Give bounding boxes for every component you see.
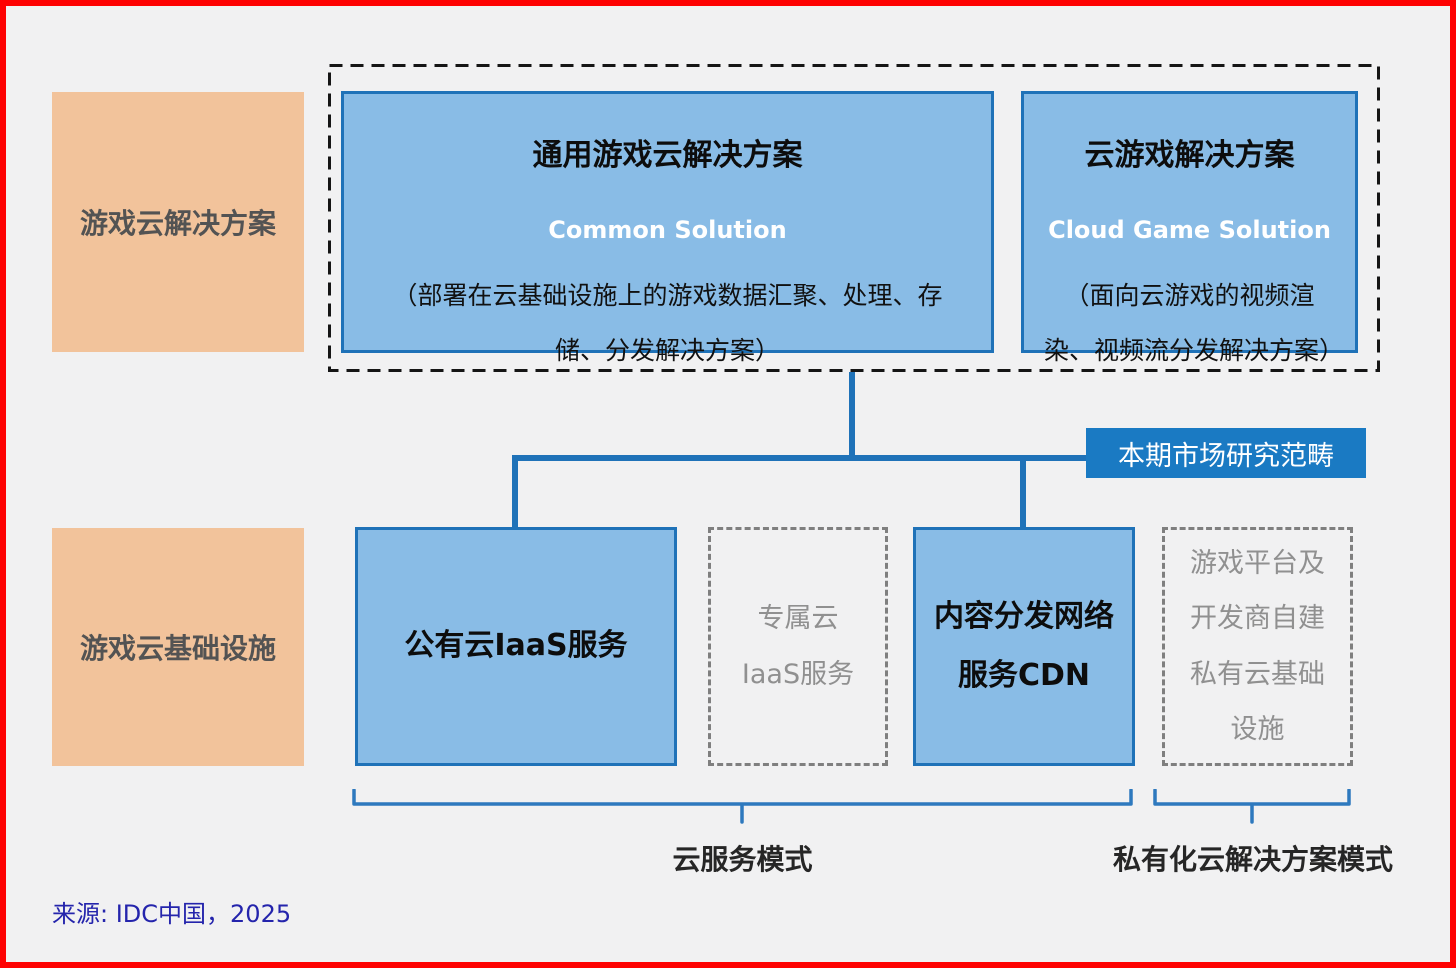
connector-drop-left (512, 455, 518, 527)
infra-label-dedicated-iaas: 专属云IaaS服务 (741, 603, 855, 690)
solution-subtitle-cloud-game: Cloud Game Solution (1048, 216, 1331, 244)
solution-box-cloud-game: 云游戏解决方案 Cloud Game Solution （面向云游戏的视频渲染、… (1021, 91, 1358, 365)
category-box-infrastructure: 游戏云基础设施 (52, 528, 304, 766)
solution-subtitle-common: Common Solution (548, 216, 787, 244)
infra-box-dedicated-iaas: 专属云IaaS服务 (708, 527, 888, 766)
source-note: 来源: IDC中国，2025 (52, 900, 292, 928)
solution-title-common: 通用游戏云解决方案 (532, 138, 803, 173)
solution-desc-common: （部署在云基础设施上的游戏数据汇聚、处理、存储、分发解决方案） (392, 281, 943, 365)
category-box-solutions: 游戏云解决方案 (52, 92, 304, 352)
infra-box-cdn: 内容分发网络服务CDN (913, 527, 1135, 766)
category-label-infrastructure: 游戏云基础设施 (79, 632, 276, 665)
connector-stem (849, 372, 855, 461)
solution-box-common: 通用游戏云解决方案 Common Solution （部署在云基础设施上的游戏数… (341, 91, 994, 365)
mode-label-cloud-service: 云服务模式 (672, 843, 813, 876)
connector-horizontal (512, 455, 1086, 461)
bracket-private-mode (1153, 789, 1351, 824)
category-label-solutions: 游戏云解决方案 (79, 207, 276, 240)
infra-label-public-iaas: 公有云IaaS服务 (404, 628, 628, 664)
mode-label-private: 私有化云解决方案模式 (1112, 843, 1393, 876)
bracket-cloud-service-mode (352, 789, 1133, 824)
scope-tag: 本期市场研究范畴 (1086, 428, 1366, 478)
solution-title-cloud-game: 云游戏解决方案 (1084, 138, 1295, 173)
infra-label-private-cloud: 游戏平台及开发商自建私有云基础设施 (1190, 547, 1325, 745)
scope-dashed-frame (328, 64, 1380, 372)
infra-box-public-iaas: 公有云IaaS服务 (355, 527, 677, 766)
infra-box-private-cloud: 游戏平台及开发商自建私有云基础设施 (1162, 527, 1353, 766)
infra-label-cdn: 内容分发网络服务CDN (934, 599, 1114, 693)
connector-drop-right (1020, 455, 1026, 527)
scope-tag-label: 本期市场研究范畴 (1118, 440, 1334, 472)
solution-desc-cloud-game: （面向云游戏的视频渲染、视频流分发解决方案） (1044, 281, 1345, 365)
